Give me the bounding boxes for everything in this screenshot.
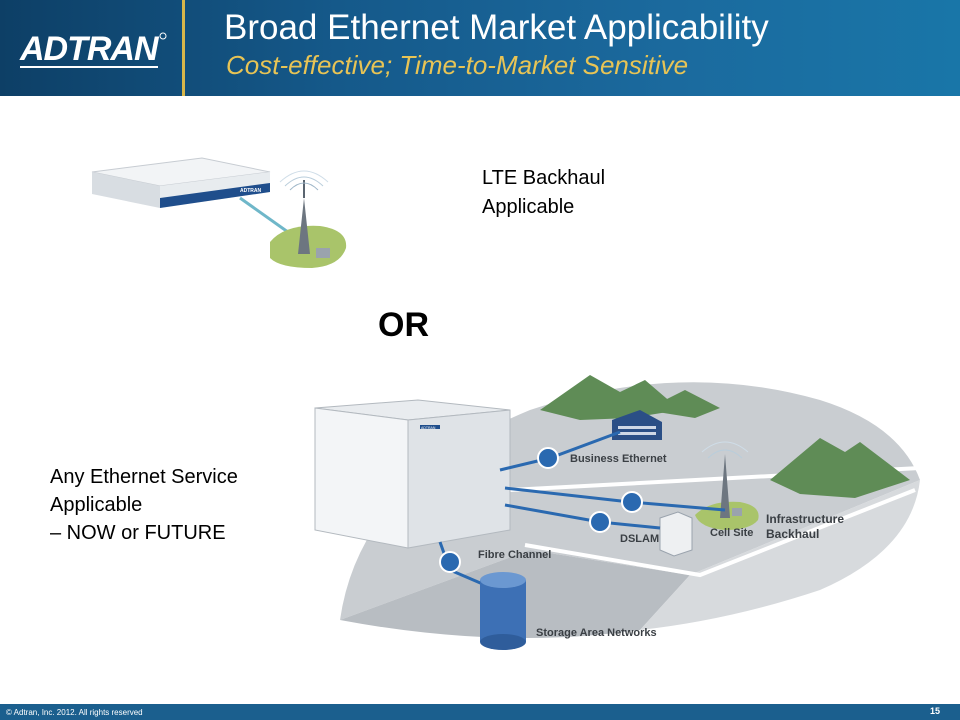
slide-subtitle: Cost-effective; Time-to-Market Sensitive [226,50,689,80]
svg-text:ADTRAN: ADTRAN [240,188,261,194]
business-building-icon [612,410,662,440]
footer-bar [0,704,960,720]
storage-area-networks-label: Storage Area Networks [536,627,657,639]
storage-cylinder-icon [480,572,526,650]
adtran-logo: ADTRAN [0,0,180,96]
applicable-label: Applicable [50,494,143,516]
cell-tower-icon [270,170,347,268]
or-label: OR [378,306,429,344]
cell-site-label: Cell Site [710,527,753,539]
dslam-cabinet-icon [659,511,693,557]
any-ethernet-label: Any Ethernet Service [50,466,238,488]
lte-applicable-label: Applicable [482,196,575,218]
network-device-icon: ADTRAN [91,157,271,208]
network-diagram: ADTRAN Business Ethernet DSLAM Cell Site… [314,375,921,650]
fibre-channel-label: Fibre Channel [478,549,551,561]
copyright-text: © Adtran, Inc. 2012. All rights reserved [6,708,143,717]
switch-icon [439,447,643,573]
lte-illustration: ADTRAN [91,157,347,268]
dslam-label: DSLAM [620,533,659,545]
page-number: 15 [930,706,941,716]
lte-backhaul-label: LTE Backhaul [482,167,606,189]
infrastructure-label: Infrastructure [766,512,844,526]
business-ethernet-label: Business Ethernet [570,453,667,465]
header-banner [0,0,960,96]
backhaul-label: Backhaul [766,527,819,541]
mountain-icon [540,375,910,498]
svg-text:ADTRAN: ADTRAN [421,426,436,430]
slide-title: Broad Ethernet Market Applicability [224,8,769,47]
chassis-device-icon: ADTRAN [314,399,511,549]
header-divider [182,0,185,96]
now-or-future-label: – NOW or FUTURE [50,522,226,544]
logo-text: ADTRAN [19,30,160,68]
